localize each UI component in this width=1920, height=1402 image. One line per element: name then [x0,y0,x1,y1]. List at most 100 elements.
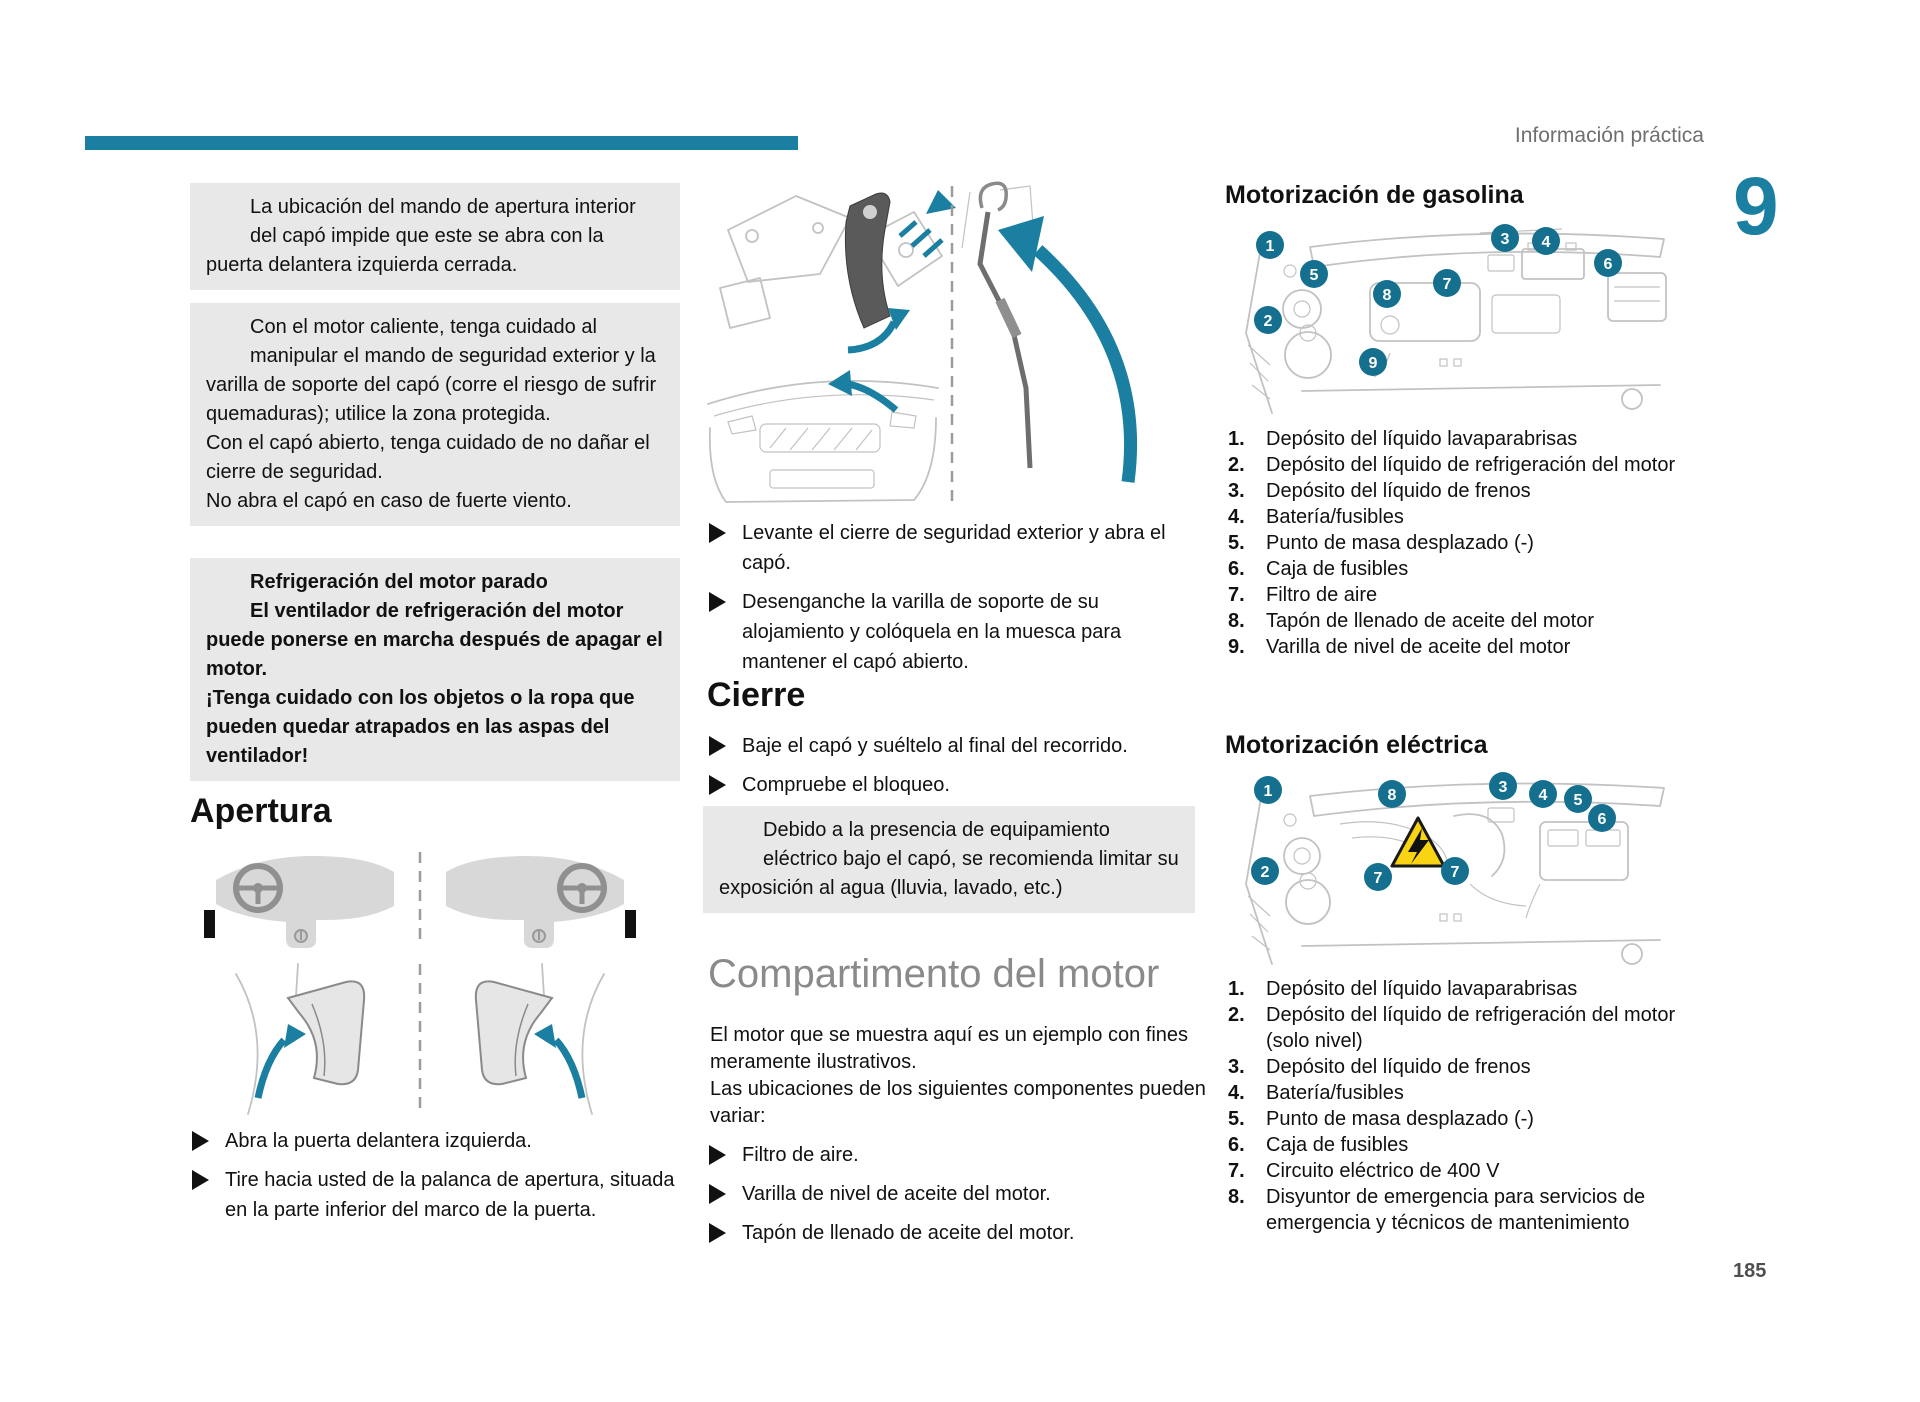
gasoline-component-list: 1.Depósito del líquido lavaparabrisas 2.… [1228,426,1706,660]
section-label: Información práctica [1514,124,1704,147]
apertura-heading: Apertura [190,792,332,830]
warning-icon [206,568,250,620]
warning-text: Con el capó abierto, tenga cuidado de no… [206,432,650,483]
step-item: Tapón de llenado de aceite del motor. [707,1218,1197,1248]
callout-marker: 7 [1441,857,1469,885]
rhd-panel [446,856,636,1115]
svg-text:8: 8 [1388,787,1397,804]
engine-compartment-heading: Compartimento del motor [708,952,1160,996]
step-item: Tire hacia usted de la palanca de apertu… [190,1165,690,1225]
step-item: Baje el capó y suéltelo al final del rec… [707,731,1197,761]
warning-title: Refrigeración del motor parado [250,571,548,593]
list-item: 1.Depósito del líquido lavaparabrisas [1228,428,1578,450]
list-item: 6.Caja de fusibles [1228,558,1409,580]
step-item: Abra la puerta delantera izquierda. [190,1126,690,1156]
cierre-heading: Cierre [707,676,806,714]
electric-engine-diagram: 1 8 2 7 7 3 4 5 6 [1245,772,1665,965]
close-hood-steps: Baje el capó y suéltelo al final del rec… [707,731,1197,809]
info-box-hood-release: La ubicación del mando de apertura inter… [190,183,680,290]
svg-text:6: 6 [1604,256,1613,273]
svg-text:5: 5 [1310,267,1319,284]
warning-box-electrical: Debido a la presencia de equipamiento el… [703,806,1195,913]
callout-marker: 4 [1529,780,1557,808]
hood-arrow-icon [828,370,852,396]
svg-text:7: 7 [1374,870,1383,887]
rod-hook [978,181,1008,212]
engine-bay-line-art [1245,228,1667,414]
svg-text:4: 4 [1539,787,1548,804]
callout-marker: 5 [1564,785,1592,813]
callout-marker: 2 [1254,306,1282,334]
svg-text:1: 1 [1266,238,1275,255]
list-item: 5.Punto de masa desplazado (-) [1228,1108,1534,1130]
bullet-arrow-icon [709,775,726,795]
list-item: 9.Varilla de nivel de aceite del motor [1228,636,1571,658]
exterior-latch-drawing [719,190,956,354]
bullet-arrow-icon [192,1170,209,1190]
svg-text:2: 2 [1264,313,1273,330]
svg-text:9: 9 [1369,355,1378,372]
gasoline-heading: Motorización de gasolina [1225,181,1524,209]
list-item: 8.Tapón de llenado de aceite del motor [1228,610,1595,632]
warning-text: El ventilador de refrigeración del motor… [206,600,663,680]
pull-arrow-icon [284,1024,306,1048]
warning-icon [719,816,763,868]
svg-text:7: 7 [1443,276,1452,293]
svg-text:6: 6 [1598,811,1607,828]
list-item: 1.Depósito del líquido lavaparabrisas [1228,978,1578,1000]
callout-marker: 7 [1364,863,1392,891]
list-item: 7.Filtro de aire [1228,584,1378,606]
interior-hood-release-illustration [204,852,636,1115]
step-item: Compruebe el bloqueo. [707,770,1197,800]
step-item: Varilla de nivel de aceite del motor. [707,1179,1197,1209]
engine-component-list: Filtro de aire. Varilla de nivel de acei… [707,1140,1197,1257]
warning-text: ¡Tenga cuidado con los objetos o la ropa… [206,687,635,767]
warning-box-cooling-fan: Refrigeración del motor parado El ventil… [190,558,680,781]
svg-text:8: 8 [1383,287,1392,304]
engine-bay-line-art [1245,782,1665,965]
callout-markers: 1 5 2 8 7 3 4 6 9 [1254,224,1622,376]
callout-marker: 1 [1254,776,1282,804]
list-item: 5.Punto de masa desplazado (-) [1228,532,1534,554]
callout-marker: 6 [1588,804,1616,832]
bullet-arrow-icon [709,1145,726,1165]
list-item: 7.Circuito eléctrico de 400 V [1228,1160,1500,1182]
engine-compartment-intro: El motor que se muestra aquí es un ejemp… [710,1022,1210,1130]
callout-marker: 8 [1373,280,1401,308]
info-box-text: La ubicación del mando de apertura inter… [206,196,636,276]
header-accent-bar [85,136,798,150]
page-number: 185 [1733,1260,1767,1282]
list-item: 3.Depósito del líquido de frenos [1228,480,1531,502]
callout-marker: 4 [1532,227,1560,255]
svg-text:1: 1 [1264,783,1273,800]
svg-text:5: 5 [1574,792,1583,809]
step-item: Levante el cierre de seguridad exterior … [707,518,1197,578]
svg-text:7: 7 [1451,864,1460,881]
step-item: Filtro de aire. [707,1140,1197,1170]
apertura-steps: Abra la puerta delantera izquierda. Tire… [190,1126,690,1234]
bullet-arrow-icon [709,1223,726,1243]
bullet-arrow-icon [709,1184,726,1204]
release-lever [286,980,366,1086]
callout-marker: 7 [1433,269,1461,297]
bullet-arrow-icon [192,1131,209,1151]
warning-icon [206,313,250,365]
warning-text: Con el motor caliente, tenga cuidado al … [206,316,657,425]
support-rod-drawing [961,181,1137,483]
list-item: 6.Caja de fusibles [1228,1134,1409,1156]
svg-text:3: 3 [1501,231,1510,248]
callout-marker: 6 [1594,249,1622,277]
warning-box-hot-engine: Con el motor caliente, tenga cuidado al … [190,303,680,526]
warning-text: No abra el capó en caso de fuerte viento… [206,490,572,512]
open-hood-steps: Levante el cierre de seguridad exterior … [707,518,1197,686]
svg-text:2: 2 [1261,864,1270,881]
callout-marker: 1 [1256,231,1284,259]
list-item: 4.Batería/fusibles [1228,506,1404,528]
callout-marker: 5 [1300,260,1328,288]
callout-marker: 9 [1359,348,1387,376]
lhd-panel [204,856,394,1115]
door-pillar-mark [204,910,215,938]
car-front-drawing [707,370,939,503]
svg-text:3: 3 [1499,779,1508,796]
